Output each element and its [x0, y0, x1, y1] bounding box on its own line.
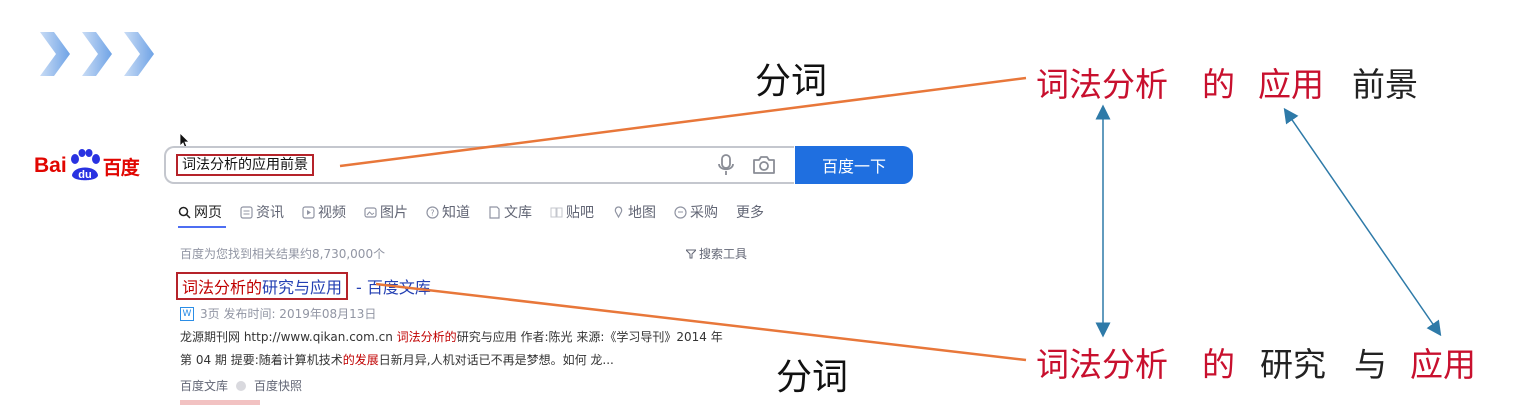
segment-token: 的 — [1202, 345, 1235, 384]
search-icon — [178, 206, 191, 219]
tab-news[interactable]: 资讯 — [240, 200, 284, 224]
segment-token: 应用 — [1258, 65, 1324, 104]
tab-video[interactable]: 视频 — [302, 200, 346, 224]
segment-token: 前景 — [1352, 65, 1418, 104]
source-link[interactable]: 百度文库 — [180, 379, 229, 393]
svg-text:?: ? — [430, 208, 434, 217]
connector-line-top — [339, 76, 1027, 168]
tab-images[interactable]: 图片 — [364, 200, 408, 224]
word-doc-icon: W — [180, 306, 194, 321]
tab-label: 采购 — [690, 205, 718, 221]
image-icon — [364, 206, 377, 218]
snippet-keyword: 的发展 — [342, 353, 379, 367]
result-source: 百度文库 百度快照 — [180, 377, 302, 394]
snapshot-link[interactable]: 百度快照 — [254, 379, 303, 393]
search-tabs: 网页 资讯 视频 图片 ? 知道 文库 贴吧 地图 采购 更多 — [178, 200, 782, 224]
search-button[interactable]: 百度一下 — [795, 146, 913, 184]
baidu-logo[interactable]: Bai du 百度 — [34, 146, 140, 186]
search-tools-button[interactable]: 搜索工具 — [686, 245, 747, 262]
result-title-suffix: - 百度文库 — [356, 278, 431, 297]
tab-map[interactable]: 地图 — [612, 200, 656, 224]
annotation-label-top: 分词 — [755, 61, 828, 102]
tab-label: 文库 — [504, 205, 532, 221]
segment-token: 研究 — [1260, 345, 1326, 384]
search-query-text: 词法分析的应用前景 — [176, 154, 314, 176]
result-title-highlight-box: 词法分析的 研究与应用 — [176, 272, 349, 300]
tab-label: 视频 — [318, 205, 346, 221]
paw-icon: du — [70, 149, 100, 181]
filter-icon — [686, 249, 696, 258]
source-dot-icon — [236, 380, 247, 391]
logo-text-bai: Bai — [34, 154, 67, 177]
chevron-right-icon — [82, 32, 112, 76]
tab-label: 网页 — [194, 205, 222, 221]
result-meta-text: 3页 发布时间: 2019年08月13日 — [200, 307, 377, 321]
segment-token: 的 — [1202, 65, 1235, 104]
tab-zhidao[interactable]: ? 知道 — [426, 200, 470, 224]
camera-icon[interactable] — [752, 154, 776, 176]
question-icon: ? — [426, 205, 439, 219]
logo-text-cn: 百度 — [102, 156, 140, 179]
document-icon — [489, 205, 500, 219]
active-tab-indicator — [178, 226, 226, 228]
annotation-label-bottom: 分词 — [776, 357, 849, 398]
snippet-text: 研究与应用 作者:陈光 来源:《学习导刊》2014 年 — [456, 330, 723, 344]
tab-wenku[interactable]: 文库 — [488, 200, 532, 224]
result-meta: W 3页 发布时间: 2019年08月13日 — [180, 305, 376, 322]
map-icon — [614, 205, 623, 218]
result-title-rest: 研究与应用 — [262, 278, 343, 297]
tab-label: 更多 — [736, 205, 764, 221]
segmented-phrase-top: 词法分析 的 应用 前景 — [0, 58, 1521, 104]
snippet-text: 龙源期刊网 http://www.qikan.com.cn — [180, 330, 397, 344]
result-count: 百度为您找到相关结果约8,730,000个 — [180, 247, 386, 261]
chevron-right-icon — [124, 32, 154, 76]
tab-tieba[interactable]: 贴吧 — [550, 200, 594, 224]
segment-token: 词法分析 — [1036, 345, 1168, 384]
result-title-keyword: 词法分析的 — [182, 278, 263, 297]
tieba-icon — [550, 207, 563, 217]
connector-line-bottom — [375, 282, 1027, 362]
shopping-icon — [674, 205, 687, 219]
chevron-right-icon — [40, 32, 70, 76]
tab-shopping[interactable]: 采购 — [674, 200, 718, 224]
tab-label: 资讯 — [256, 205, 284, 221]
tab-label: 地图 — [628, 205, 656, 221]
double-arrow-diagonal — [1283, 107, 1442, 337]
result-title-link[interactable]: 词法分析的 研究与应用 - 百度文库 — [176, 271, 431, 301]
segment-token: 与 — [1354, 345, 1387, 384]
segment-token: 应用 — [1410, 345, 1476, 384]
segment-token: 词法分析 — [1036, 65, 1168, 104]
tab-more[interactable]: 更多 — [736, 200, 764, 224]
next-result-title[interactable] — [180, 400, 260, 405]
tab-webpage[interactable]: 网页 — [178, 200, 222, 224]
news-icon — [240, 205, 253, 219]
snippet-text: 日新月异,人机对话已不再是梦想。如何 龙... — [378, 353, 614, 367]
tab-label: 贴吧 — [566, 205, 594, 221]
result-snippet-line-1: 龙源期刊网 http://www.qikan.com.cn 词法分析的研究与应用… — [180, 328, 723, 345]
snippet-keyword: 词法分析的 — [396, 330, 457, 344]
result-snippet-line-2: 第 04 期 提要:随着计算机技术的发展日新月异,人机对话已不再是梦想。如何 龙… — [180, 351, 614, 368]
snippet-text: 第 04 期 提要:随着计算机技术 — [180, 353, 343, 367]
video-icon — [302, 205, 315, 219]
tab-label: 知道 — [442, 205, 470, 221]
logo-text-du: du — [78, 169, 91, 181]
search-tools-label: 搜索工具 — [699, 247, 748, 261]
microphone-icon[interactable] — [716, 153, 736, 177]
segmented-phrase-bottom: 词法分析 的 研究 与 应用 — [0, 338, 1521, 384]
tab-label: 图片 — [380, 205, 408, 221]
